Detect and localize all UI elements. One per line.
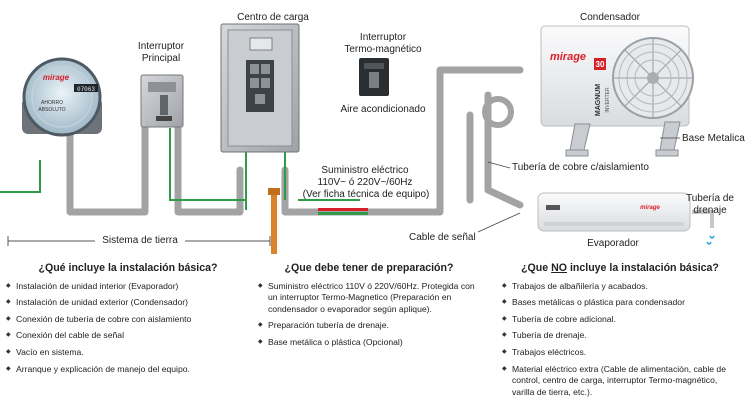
list-item: Bases metálicas o plástica para condensa…: [502, 297, 738, 309]
title-no: NO: [551, 262, 567, 274]
list-item: Preparación tubería de drenaje.: [258, 320, 480, 332]
list-item: Instalación de unidad interior (Evaporad…: [6, 281, 250, 293]
thermo-magnetic-breaker: [359, 58, 389, 96]
list-item: Suministro eléctrico 110V ó 220V/60Hz. P…: [258, 281, 480, 316]
label-interruptor-termo-1: Interruptor: [359, 32, 407, 43]
ground-system-line: [7, 236, 271, 246]
condenser-unit: mirage 30 MAGNUM INVERTER: [540, 25, 694, 127]
meter-text-2: ABSOLUTO: [38, 107, 65, 113]
supply-cable-green: [318, 212, 368, 215]
label-sistema-tierra: Sistema de tierra: [102, 235, 178, 246]
list-item: Trabajos de albañilería y acabados.: [502, 281, 738, 293]
label-base-metalica: Base Metalica: [682, 133, 745, 144]
evaporator-unit: mirage: [537, 192, 691, 232]
column-preparacion-list: Suministro eléctrico 110V ó 220V/60Hz. P…: [258, 281, 480, 349]
label-centro-carga: Centro de carga: [237, 12, 309, 23]
main-switch: [140, 74, 184, 128]
supply-cable-red: [318, 208, 368, 211]
drain-pipe: [692, 210, 714, 228]
column-incluye-list: Instalación de unidad interior (Evaporad…: [6, 281, 250, 376]
label-tuberia-drenaje-1: Tubería de: [686, 193, 734, 204]
water-drop-icon: [706, 235, 715, 245]
load-center-panel: [220, 23, 300, 153]
evaporator-brand-logo: mirage: [640, 205, 660, 211]
list-item: Arranque y explicación de manejo del equ…: [6, 364, 250, 376]
metal-base: [565, 121, 681, 157]
list-item: Instalación de unidad exterior (Condensa…: [6, 297, 250, 309]
condenser-badge: 30: [596, 60, 605, 69]
column-no-incluye-title: ¿Que NO incluye la instalación básica?: [502, 262, 738, 275]
list-item: Conexión de tubería de cobre con aislami…: [6, 314, 250, 326]
list-item: Conexión del cable de señal: [6, 330, 250, 342]
label-interruptor-principal-2: Principal: [141, 53, 181, 64]
list-item: Base metálica o plástica (Opcional): [258, 337, 480, 349]
condenser-sub: INVERTER: [605, 87, 611, 113]
list-item: Vacío en sistema.: [6, 347, 250, 359]
column-incluye: ¿Qué incluye la instalación básica? Inst…: [6, 262, 250, 380]
pipe-loop: [482, 96, 514, 128]
column-incluye-title: ¿Qué incluye la instalación básica?: [38, 262, 218, 274]
label-cable-senal: Cable de señal: [409, 232, 476, 243]
list-item: Tubería de cobre adicional.: [502, 314, 738, 326]
ground-rod: [271, 192, 277, 254]
column-preparacion: ¿Que debe tener de preparación? Suminist…: [258, 262, 480, 354]
label-interruptor-principal-1: Interruptor: [137, 41, 185, 52]
label-aire-acondicionado: Aire acondicionado: [340, 104, 426, 115]
leader-lines: [477, 137, 680, 233]
list-item: Tubería de drenaje.: [502, 330, 738, 342]
label-suministro-1: Suministro eléctrico: [321, 165, 409, 176]
title-part: ¿Que: [521, 262, 552, 274]
column-no-incluye-list: Trabajos de albañilería y acabados. Base…: [502, 281, 738, 399]
condenser-model: MAGNUM: [595, 84, 602, 116]
list-item: Material eléctrico extra (Cable de alime…: [502, 364, 738, 399]
label-tuberia-cobre: Tubería de cobre c/aislamiento: [512, 162, 649, 173]
label-condensador: Condensador: [579, 12, 641, 23]
label-suministro-3: (Ver ficha técnica de equipo): [302, 189, 430, 200]
ground-rod-clamp: [268, 188, 280, 195]
label-suministro-2: 110V~ ó 220V~/60Hz: [317, 177, 413, 188]
condenser-brand-logo: mirage: [550, 51, 586, 63]
label-evaporador: Evaporador: [587, 238, 639, 249]
meter-digits: 07063: [77, 86, 95, 93]
list-item: Trabajos eléctricos.: [502, 347, 738, 359]
label-tuberia-drenaje-2: drenaje: [693, 205, 727, 216]
column-no-incluye: ¿Que NO incluye la instalación básica? T…: [502, 262, 738, 403]
meter-text-1: AHORRO: [41, 100, 63, 106]
ground-wires: [0, 128, 360, 210]
title-part: incluye la instalación básica?: [567, 262, 719, 274]
column-preparacion-title: ¿Que debe tener de preparación?: [284, 262, 454, 274]
diagram-graphics: 07063 mirage AHORRO ABSOLUTO: [0, 23, 715, 254]
meter-brand-logo: mirage: [43, 73, 70, 82]
label-interruptor-termo-2: Termo-magnético: [344, 44, 422, 55]
electric-meter: 07063 mirage AHORRO ABSOLUTO: [22, 57, 102, 137]
